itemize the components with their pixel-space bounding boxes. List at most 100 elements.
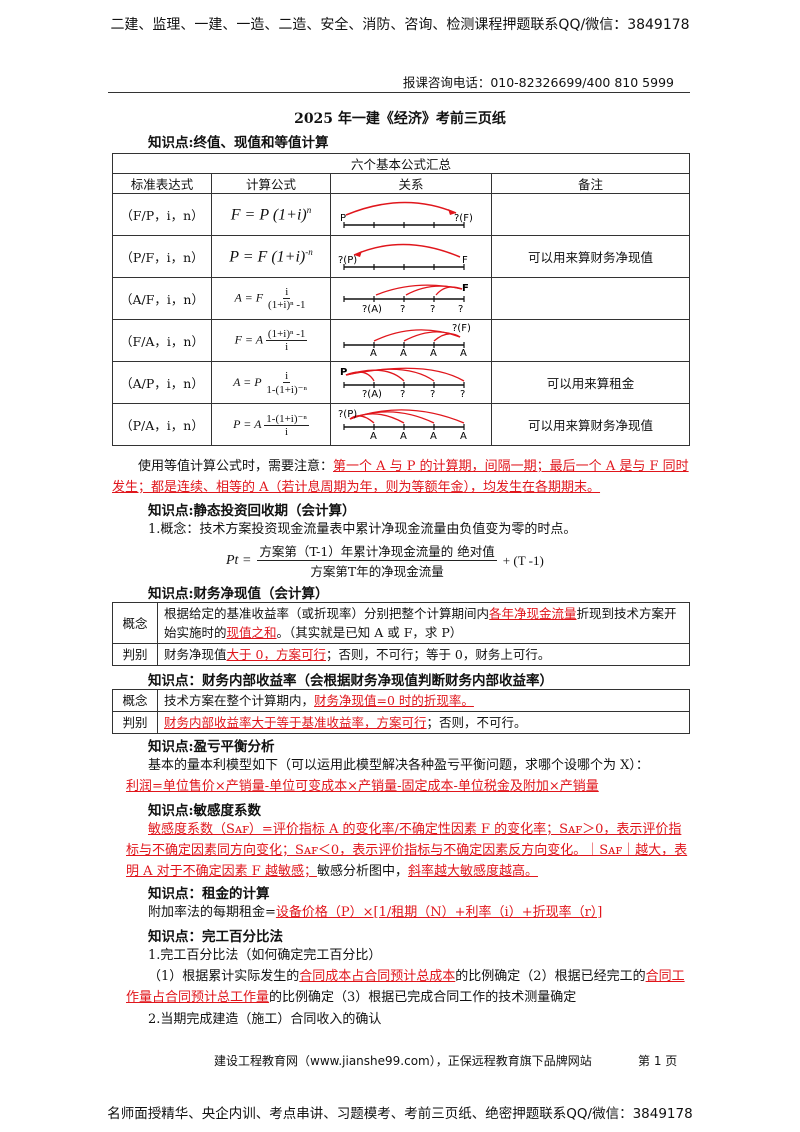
cashflow-diagram: P ?(F) bbox=[340, 201, 473, 228]
diagram-label: ?(F) bbox=[454, 213, 473, 224]
note-cell: 可以用来算租金 bbox=[491, 361, 690, 404]
expr-cell: （F/P，i，n） bbox=[112, 193, 212, 236]
footer-site: 建设工程教育网（www.jianshe99.com），正保远程教育旗下品牌网站 bbox=[214, 1054, 592, 1068]
text-span: ；否则，不可行；等于 0，财务上可行。 bbox=[325, 647, 551, 662]
highlight-span: 现值之和 bbox=[226, 625, 277, 640]
col-header: 关系 bbox=[330, 173, 492, 194]
text-span: 技术方案在整个计算期内， bbox=[164, 693, 315, 708]
frac-den: i bbox=[285, 341, 289, 353]
frac-den: i bbox=[285, 425, 289, 438]
formula-lhs: F = A bbox=[234, 332, 263, 347]
table-row: 判别 财务内部收益率大于等于基准收益率，方案可行；否则，不可行。 bbox=[112, 711, 690, 734]
pt-label: Pt = bbox=[226, 552, 252, 568]
pt-tail: + (T -1) bbox=[502, 552, 544, 568]
relation-cell: P ?(A) ? ? ? bbox=[330, 361, 492, 404]
poc-line-1: 1.完工百分比法（如何确定完工百分比） bbox=[148, 948, 382, 963]
usage-note: 使用等值计算公式时，需要注意：第一个 A 与 P 的计算期，间隔一期；最后一个 … bbox=[112, 456, 690, 498]
text-span: 的比例确定（2）根据已经完工的 bbox=[455, 969, 646, 984]
npv-judgement: 财务净现值大于 0，方案可行；否则，不可行；等于 0，财务上可行。 bbox=[157, 643, 690, 666]
row-label: 概念 bbox=[112, 689, 158, 712]
diagram-label: ? bbox=[460, 389, 465, 399]
formula-cell: P = F (1+i)-n bbox=[211, 235, 331, 278]
formula-exp: n bbox=[306, 204, 312, 215]
rent-formula: 附加率法的每期租金=设备价格（P）×[1/租期（N）+利率（i）+折现率（r）] bbox=[148, 902, 602, 923]
diagram-label: P bbox=[340, 367, 347, 378]
note-cell bbox=[491, 277, 690, 320]
frac-num: 1-(1+i)⁻ⁿ bbox=[264, 412, 309, 426]
irr-table: 概念 技术方案在整个计算期内，财务净现值=0 时的折现率。 判别 财务内部收益率… bbox=[112, 689, 690, 734]
table-row: （F/P，i，n） F = P (1+i)n P ?(F) bbox=[112, 193, 690, 236]
text-span: 附加率法的每期租金= bbox=[148, 905, 276, 920]
top-banner: 二建、监理、一建、一造、二造、安全、消防、咨询、检测课程押题联系QQ/微信：38… bbox=[110, 17, 690, 33]
formula-cell: A = F i(1+i)ⁿ -1 bbox=[211, 277, 331, 320]
diagram-label: ?(F) bbox=[452, 323, 471, 334]
relation-cell: ?(P) A A A A bbox=[330, 403, 492, 446]
note-cell bbox=[491, 319, 690, 362]
header-rule bbox=[108, 92, 690, 93]
frac-den: (1+i)ⁿ -1 bbox=[268, 299, 306, 311]
diagram-label: ?(A) bbox=[362, 304, 382, 315]
bottom-banner: 名师面授精华、央企内训、考点串讲、习题模考、考前三页纸、绝密押题联系QQ/微信：… bbox=[107, 1106, 693, 1122]
irr-concept: 技术方案在整个计算期内，财务净现值=0 时的折现率。 bbox=[157, 689, 690, 712]
diagram-label: ?(P) bbox=[338, 255, 357, 266]
text-span: 财务净现值 bbox=[164, 647, 227, 662]
col-header: 计算公式 bbox=[211, 173, 331, 194]
table-row: （P/F，i，n） P = F (1+i)-n ?(P) F 可以用来算财务净现… bbox=[112, 235, 690, 278]
section-heading-2: 知识点:静态投资回收期（会计算） bbox=[148, 503, 356, 519]
poc-line-3: 2.当期完成建造（施工）合同收入的确认 bbox=[148, 1012, 382, 1027]
frac-num: i bbox=[283, 369, 291, 383]
table-row: （A/F，i，n） A = F i(1+i)ⁿ -1 F ?(A) ? ? ? bbox=[112, 277, 690, 320]
frac-den: 1-(1+i)⁻ⁿ bbox=[266, 383, 307, 396]
diagram-label: A bbox=[430, 431, 437, 441]
cvp-intro: 基本的量本利模型如下（可以运用此模型解决各种盈亏平衡问题，求哪个设哪个为 X）： bbox=[148, 758, 649, 773]
diagram-label: F bbox=[462, 255, 468, 266]
highlight-span: 设备价格（P）×[1/租期（N）+利率（i）+折现率（r）] bbox=[275, 905, 603, 920]
expr-cell: （P/F，i，n） bbox=[112, 235, 212, 278]
note-cell bbox=[491, 193, 690, 236]
table-row: 概念 根据给定的基准收益率（或折现率）分别把整个计算期间内各年净现金流量折现到技… bbox=[112, 602, 690, 644]
col-header: 备注 bbox=[491, 173, 690, 194]
text-span: 敏感分析图中， bbox=[316, 864, 408, 879]
formula-lhs: A = P bbox=[233, 374, 262, 389]
pt-numerator: 方案第（T-1）年累计净现金流量的 绝对值 bbox=[257, 541, 497, 561]
formula-table: 六个基本公式汇总 标准表达式 计算公式 关系 备注 （F/P，i，n） F = … bbox=[112, 153, 690, 446]
diagram-label: ? bbox=[400, 389, 405, 399]
text-span: （1）根据累计实际发生的 bbox=[148, 969, 300, 984]
diagram-label: F bbox=[462, 283, 469, 294]
diagram-label: ?(P) bbox=[338, 409, 357, 420]
highlight-span: 财务内部收益率大于等于基准收益率，方案可行 bbox=[164, 715, 427, 730]
formula-cell: F = P (1+i)n bbox=[211, 193, 331, 236]
note-cell: 可以用来算财务净现值 bbox=[491, 235, 690, 278]
pt-denominator: 方案第T年的净现金流量 bbox=[310, 564, 444, 579]
diagram-label: A bbox=[460, 348, 467, 357]
cvp-formula: 利润=单位售价×产销量-单位可变成本×产销量-固定成本-单位税金及附加×产销量 bbox=[126, 779, 599, 794]
diagram-label: A bbox=[370, 431, 377, 441]
section-heading-5: 知识点:盈亏平衡分析 bbox=[148, 739, 275, 755]
section-heading-6: 知识点:敏感度系数 bbox=[148, 803, 261, 819]
phone-line: 报课咨询电话：010-82326699/400 810 5999 bbox=[402, 75, 674, 90]
usage-note-prefix: 使用等值计算公式时，需要注意： bbox=[138, 459, 334, 474]
expr-cell: （F/A，i，n） bbox=[112, 319, 212, 362]
formula-exp: -n bbox=[305, 246, 313, 257]
diagram-label: P bbox=[340, 213, 346, 224]
frac-num: i bbox=[283, 286, 291, 299]
relation-cell: P ?(F) bbox=[330, 193, 492, 236]
text-span: 。（其实就是已知 A 或 F，求 P） bbox=[276, 625, 463, 640]
cashflow-diagram: P ?(A) ? ? ? bbox=[340, 367, 465, 400]
row-label: 概念 bbox=[112, 602, 158, 644]
formula-paren: (1+i) bbox=[271, 248, 306, 266]
expr-cell: （P/A，i，n） bbox=[112, 403, 212, 446]
relation-cell: F ?(A) ? ? ? bbox=[330, 277, 492, 320]
highlight-span: 合同成本占合同预计总成本 bbox=[299, 969, 456, 984]
text-span: 根据给定的基准收益率（或折现率）分别把整个计算期间内 bbox=[164, 606, 490, 621]
formula-lhs: F = P bbox=[230, 206, 269, 224]
text-span: 的比例确定（3）根据已完成合同工作的技术测量确定 bbox=[269, 990, 577, 1005]
section-heading-7: 知识点：租金的计算 bbox=[148, 886, 270, 902]
table-title: 六个基本公式汇总 bbox=[112, 153, 690, 174]
diagram-label: A bbox=[370, 348, 377, 357]
